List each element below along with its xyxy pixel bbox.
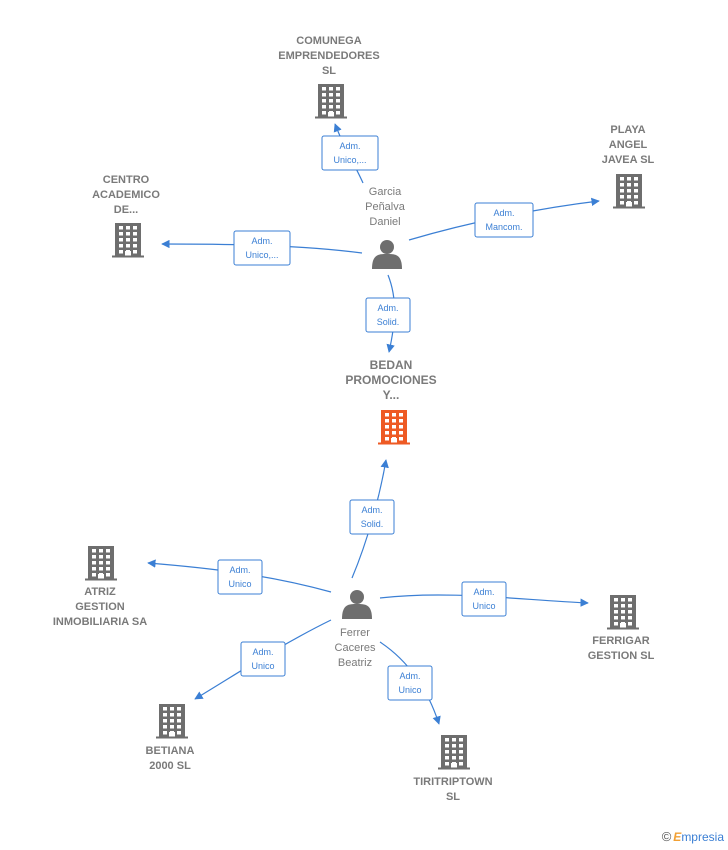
node-label-line: Y... bbox=[383, 388, 400, 402]
node-label-line: BEDAN bbox=[370, 358, 413, 372]
node-label-line: Ferrer bbox=[340, 627, 370, 639]
node-atriz[interactable]: ATRIZ GESTION INMOBILIARIA SA bbox=[53, 546, 147, 628]
brand-logo: ©Empresia bbox=[662, 829, 724, 844]
copyright-symbol: © bbox=[661, 829, 672, 844]
building-icon[interactable] bbox=[85, 546, 117, 581]
node-centro[interactable]: CENTRO ACADEMICO DE... bbox=[92, 174, 160, 258]
building-icon[interactable] bbox=[607, 595, 639, 630]
edge-label-garcia-playa[interactable]: Adm. Mancom. bbox=[474, 202, 534, 238]
node-betiana[interactable]: BETIANA 2000 SL bbox=[146, 704, 195, 772]
node-tiritriptown[interactable]: TIRITRIPTOWN SL bbox=[413, 735, 493, 803]
building-icon[interactable] bbox=[378, 410, 410, 445]
edge-label-text: Unico,... bbox=[333, 155, 366, 165]
node-label-line: ANGEL bbox=[609, 139, 648, 151]
node-label-line: BETIANA bbox=[146, 745, 195, 757]
edge-label-text: Adm. bbox=[399, 671, 420, 681]
edge-label-text: Solid. bbox=[377, 317, 400, 327]
node-label-line: FERRIGAR bbox=[592, 635, 650, 647]
node-label-line: JAVEA SL bbox=[602, 154, 655, 166]
edge-label-garcia-comunega[interactable]: Adm. Unico,... bbox=[321, 135, 379, 171]
edge-label-garcia-bedan[interactable]: Adm. Solid. bbox=[365, 297, 411, 333]
node-ferrigar[interactable]: FERRIGAR GESTION SL bbox=[588, 595, 655, 662]
node-label-line: Daniel bbox=[369, 216, 400, 228]
building-icon[interactable] bbox=[156, 704, 188, 739]
edge-label-text: Adm. bbox=[473, 587, 494, 597]
node-label-line: DE... bbox=[114, 204, 138, 216]
person-icon[interactable] bbox=[372, 240, 402, 269]
node-label-line: Garcia bbox=[369, 186, 402, 198]
edge-label-text: Unico bbox=[398, 685, 421, 695]
person-icon[interactable] bbox=[342, 590, 372, 619]
node-label-line: ATRIZ bbox=[84, 586, 116, 598]
node-label-line: SL bbox=[446, 791, 460, 803]
node-label-line: PROMOCIONES bbox=[345, 373, 436, 387]
edge-label-ferrer-atriz[interactable]: Adm. Unico bbox=[217, 559, 263, 595]
building-icon[interactable] bbox=[112, 223, 144, 258]
node-label-line: 2000 SL bbox=[149, 760, 191, 772]
brand-initial: E bbox=[673, 830, 682, 844]
edge-label-text: Adm. bbox=[361, 505, 382, 515]
edge-label-text: Adm. bbox=[339, 141, 360, 151]
node-label-line: INMOBILIARIA SA bbox=[53, 616, 147, 628]
edge-label-garcia-centro[interactable]: Adm. Unico,... bbox=[233, 230, 291, 266]
node-label-line: COMUNEGA bbox=[296, 35, 361, 47]
node-playa[interactable]: PLAYA ANGEL JAVEA SL bbox=[602, 124, 655, 209]
building-icon[interactable] bbox=[315, 84, 347, 119]
node-label-line: PLAYA bbox=[610, 124, 645, 136]
brand-name: mpresia bbox=[681, 830, 724, 844]
node-label-line: EMPRENDEDORES bbox=[278, 50, 379, 62]
edge-label-ferrer-tiritriptown[interactable]: Adm. Unico bbox=[387, 665, 433, 701]
node-label-line: SL bbox=[322, 65, 336, 77]
edge-label-text: Unico bbox=[251, 661, 274, 671]
building-icon[interactable] bbox=[438, 735, 470, 770]
node-label-line: CENTRO bbox=[103, 174, 150, 186]
edge-label-text: Adm. bbox=[493, 208, 514, 218]
node-label-line: TIRITRIPTOWN bbox=[413, 776, 492, 788]
edge-label-ferrer-betiana[interactable]: Adm. Unico bbox=[240, 641, 286, 677]
building-icon[interactable] bbox=[613, 174, 645, 209]
edge-label-text: Unico bbox=[228, 579, 251, 589]
node-label-line: Caceres bbox=[335, 642, 376, 654]
edge-label-ferrer-ferrigar[interactable]: Adm. Unico bbox=[461, 581, 507, 617]
edge-label-text: Adm. bbox=[377, 303, 398, 313]
edge-label-ferrer-bedan[interactable]: Adm. Solid. bbox=[349, 499, 395, 535]
edge-label-text: Adm. bbox=[252, 647, 273, 657]
edge-label-text: Mancom. bbox=[485, 222, 522, 232]
node-label-line: GESTION SL bbox=[588, 650, 655, 662]
edge-label-text: Unico bbox=[472, 601, 495, 611]
node-label-line: Peñalva bbox=[365, 201, 406, 213]
edge-label-text: Adm. bbox=[251, 236, 272, 246]
node-comunega[interactable]: COMUNEGA EMPRENDEDORES SL bbox=[278, 35, 380, 119]
edge-label-text: Unico,... bbox=[245, 250, 278, 260]
edge-label-text: Adm. bbox=[229, 565, 250, 575]
node-label-line: ACADEMICO bbox=[92, 189, 160, 201]
edge-label-text: Solid. bbox=[361, 519, 384, 529]
node-bedan[interactable]: BEDANPROMOCIONESY... bbox=[345, 358, 437, 445]
node-label-line: GESTION bbox=[75, 601, 125, 613]
node-label-line: Beatriz bbox=[338, 657, 372, 669]
